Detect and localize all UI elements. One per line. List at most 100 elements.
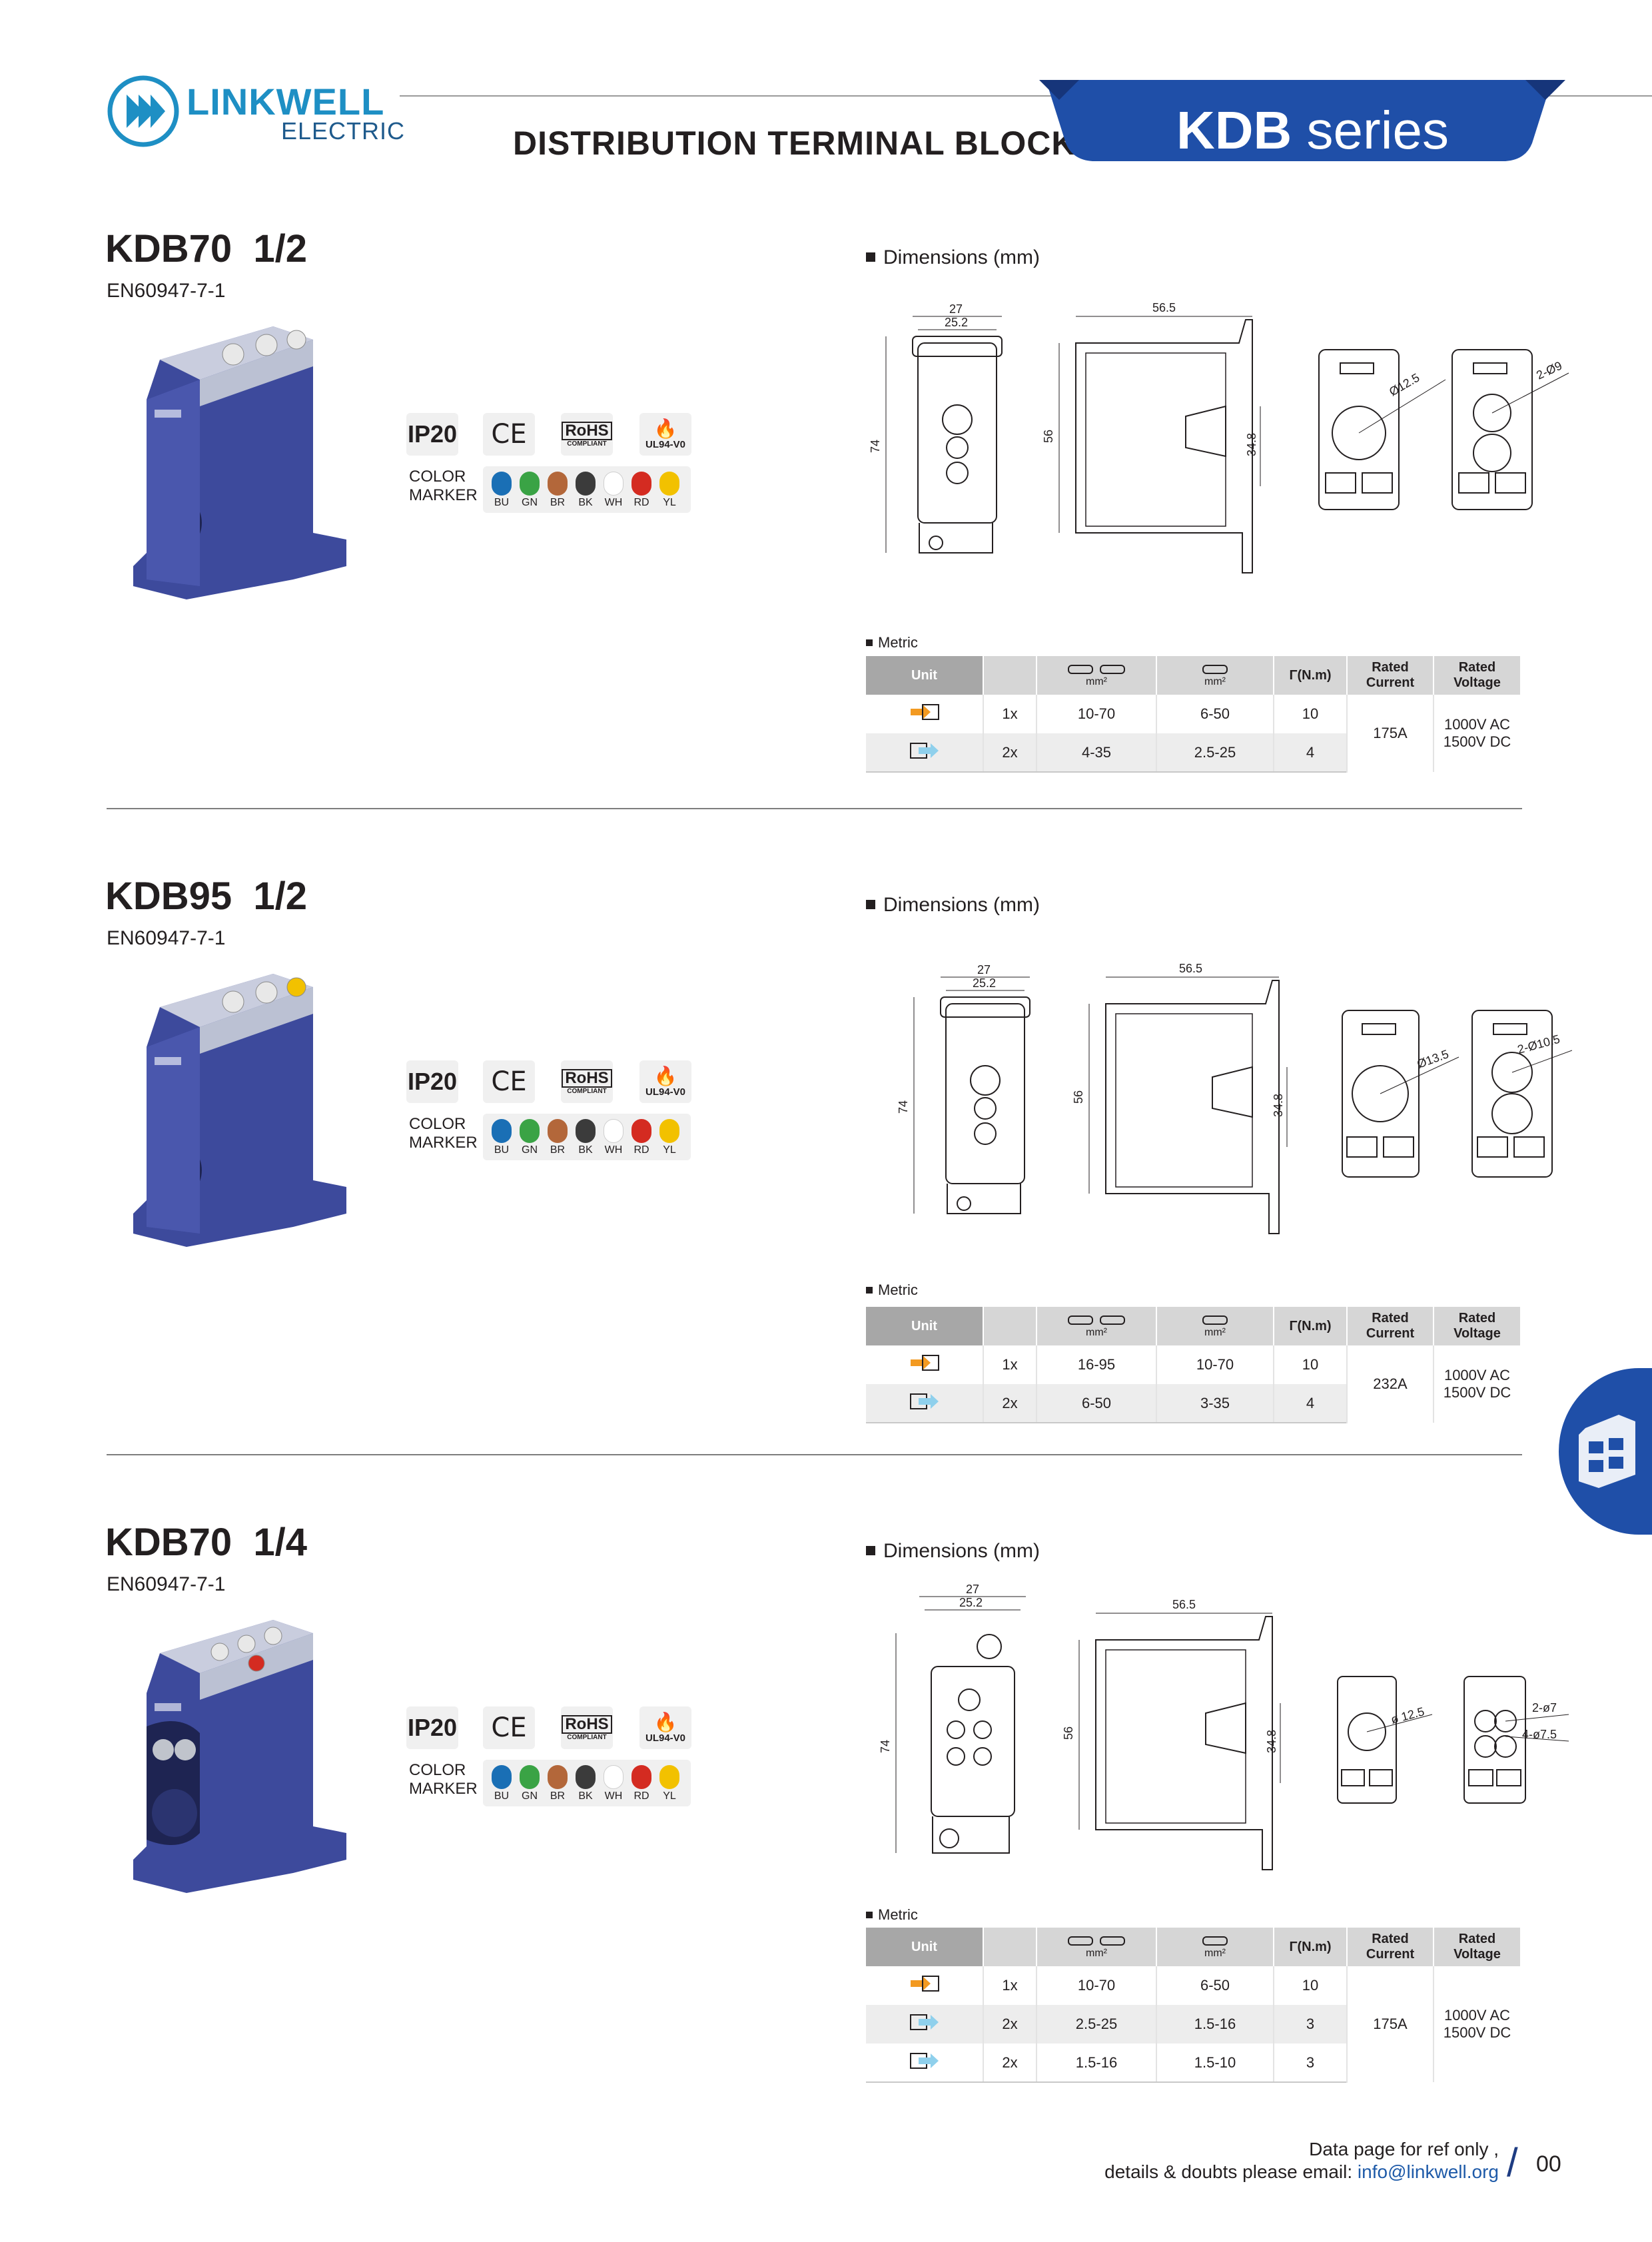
ul94-flame-badge: 🔥UL94-V0 — [639, 1706, 691, 1749]
color-swatch — [520, 472, 540, 496]
color-code: GN — [522, 1790, 538, 1802]
section-divider — [107, 808, 1522, 809]
footer-note: Data page for ref only , details & doubt… — [999, 2138, 1499, 2183]
contact-email-link[interactable]: info@linkwell.org — [1357, 2161, 1499, 2182]
rated-current-value: 175A — [1346, 1966, 1434, 2082]
color-code: BU — [494, 497, 510, 508]
color-marker-rd: RD — [628, 1116, 655, 1159]
color-marker-yl: YL — [656, 469, 683, 512]
metric-label: Metric — [866, 1906, 918, 1924]
ce-mark-icon: CE — [483, 413, 535, 456]
ce-mark-icon: CE — [483, 1706, 535, 1749]
color-marker-bu: BU — [488, 469, 515, 512]
color-marker-wh: WH — [600, 469, 627, 512]
dim-side-length: 56.5 — [1152, 301, 1176, 314]
ul94-flame-badge: 🔥UL94-V0 — [639, 1060, 691, 1103]
color-code: BK — [578, 1144, 593, 1156]
linkwell-logo-icon — [107, 75, 179, 147]
color-swatch — [576, 1765, 596, 1789]
color-code: BR — [550, 1790, 566, 1802]
range-a: 16-95 — [1036, 1345, 1156, 1384]
color-swatch — [604, 472, 623, 496]
single-ferrule-header: mm² — [1156, 1928, 1274, 1966]
dim-width-inner: 25.2 — [973, 976, 996, 990]
wire-count: 2x — [983, 2005, 1036, 2044]
color-code: WH — [604, 1790, 623, 1802]
range-a: 4-35 — [1036, 733, 1156, 773]
color-marker-rd: RD — [628, 1762, 655, 1805]
color-swatch — [631, 1119, 651, 1143]
ip20-badge: IP20 — [406, 1706, 458, 1749]
unit-header: Unit — [866, 1307, 983, 1345]
dimension-drawings: 27 25.2 74 56.5 56 34.8 Ø12.5 2-Ø9 — [869, 301, 1569, 573]
product-title: KDB95 1/2 — [105, 875, 308, 918]
range-a: 10-70 — [1036, 695, 1156, 733]
dim-width-outer: 27 — [966, 1583, 979, 1596]
metric-label: Metric — [866, 1282, 918, 1299]
torque-value: 4 — [1273, 1384, 1347, 1423]
page-number: 00 — [1536, 2151, 1561, 2177]
input-arrow-icon — [866, 1345, 983, 1384]
dim-back-hole: 2-Ø10.5 — [1516, 1032, 1561, 1056]
dim-height: 74 — [897, 1100, 910, 1114]
dim-side-height: 56 — [1072, 1090, 1085, 1104]
range-b: 6-50 — [1156, 1966, 1274, 2005]
footer-line-1: Data page for ref only , — [1309, 2139, 1499, 2159]
color-swatch — [604, 1765, 623, 1789]
color-code: GN — [522, 1144, 538, 1156]
double-ferrule-header: mm² — [1036, 1928, 1156, 1966]
product-standard: EN60947-7-1 — [107, 280, 226, 302]
single-ferrule-header: mm² — [1156, 656, 1274, 695]
range-b: 1.5-10 — [1156, 2044, 1274, 2083]
flame-icon: 🔥 — [653, 1065, 677, 1086]
color-code: RD — [633, 1144, 649, 1156]
product-title: KDB70 1/4 — [105, 1521, 308, 1564]
color-marker-gn: GN — [516, 1762, 543, 1805]
color-marker-br: BR — [544, 1116, 571, 1159]
color-swatch — [492, 472, 512, 496]
color-swatch — [604, 1119, 623, 1143]
table-row: 2x 2.5-25 1.5-16 3 — [866, 2005, 1520, 2044]
torque-header: Γ(N.m) — [1273, 656, 1347, 695]
color-code: BK — [578, 1790, 593, 1802]
dim-width-inner: 25.2 — [945, 316, 968, 329]
torque-value: 10 — [1273, 1966, 1347, 2005]
side-section-tab — [1559, 1368, 1652, 1535]
brand-logo: LINKWELL ELECTRIC — [107, 75, 404, 148]
color-code: RD — [633, 1790, 649, 1802]
output-arrow-icon — [866, 733, 983, 773]
range-b: 3-35 — [1156, 1384, 1274, 1423]
color-marker-bu: BU — [488, 1116, 515, 1159]
dimension-drawings: 27 25.2 74 56.5 56 34.8 Ø13.5 2-Ø10.5 — [897, 962, 1572, 1234]
ul94-flame-badge: 🔥UL94-V0 — [639, 413, 691, 456]
color-marker-wh: WH — [600, 1116, 627, 1159]
metric-label: Metric — [866, 634, 918, 651]
dim-side-height: 56 — [1062, 1726, 1075, 1740]
ip20-badge: IP20 — [406, 1060, 458, 1103]
color-swatch — [548, 472, 568, 496]
range-a: 2.5-25 — [1036, 2005, 1156, 2044]
color-swatch — [631, 1765, 651, 1789]
color-marker-bk: BK — [572, 469, 599, 512]
product-standard: EN60947-7-1 — [107, 1573, 226, 1595]
torque-value: 3 — [1273, 2044, 1347, 2083]
terminal-block-product-image — [133, 1620, 346, 1893]
dimensions-label: Dimensions (mm) — [866, 1540, 1040, 1563]
range-a: 6-50 — [1036, 1384, 1156, 1423]
single-ferrule-icon — [1202, 665, 1228, 674]
